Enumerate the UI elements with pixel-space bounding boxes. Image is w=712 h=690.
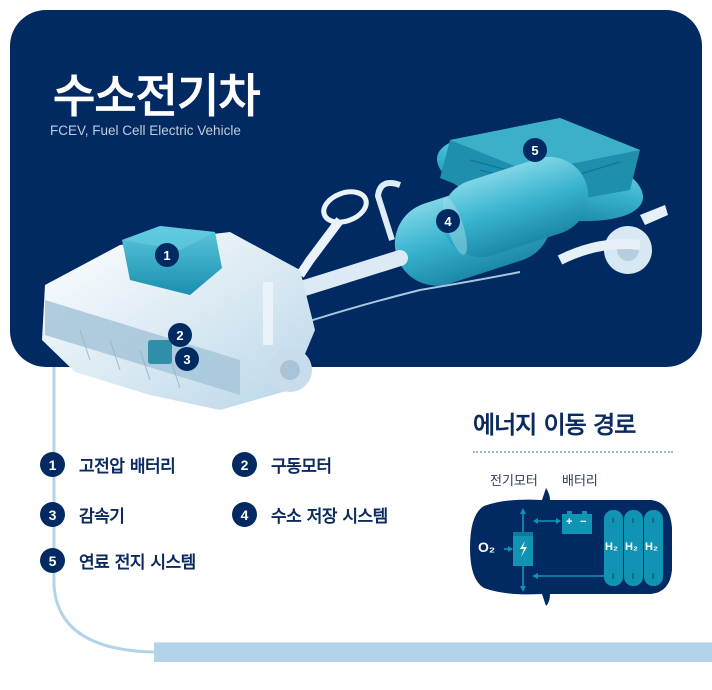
legend-label: 감속기 <box>79 507 125 527</box>
number-badge: 5 <box>40 548 65 573</box>
chassis-badge-5[interactable]: 5 <box>523 138 547 162</box>
caption-battery: 배터리 <box>562 474 598 489</box>
battery-plus: + <box>566 516 573 528</box>
legend-item-1[interactable]: 1 고전압 배터리 <box>40 452 176 477</box>
dotted-divider <box>473 451 673 453</box>
battery-minus: − <box>580 516 587 528</box>
number-badge: 2 <box>232 452 257 477</box>
page-title: 수소전기차 <box>53 69 261 123</box>
footer-bar <box>154 642 712 662</box>
legend-item-5[interactable]: 5 연료 전지 시스템 <box>40 548 196 573</box>
caption-motor: 전기모터 <box>490 474 538 489</box>
legend-item-3[interactable]: 3 감속기 <box>40 502 125 527</box>
oxygen-label: O₂ <box>478 539 496 555</box>
number-badge: 4 <box>232 502 257 527</box>
page-subtitle: FCEV, Fuel Cell Electric Vehicle <box>50 123 241 138</box>
tank-label-1: H₂ <box>605 541 618 553</box>
legend-item-4[interactable]: 4 수소 저장 시스템 <box>232 502 388 527</box>
chassis-badge-3[interactable]: 3 <box>175 347 199 371</box>
tank-label-2: H₂ <box>625 541 638 553</box>
number-badge: 1 <box>40 452 65 477</box>
hero-card: 수소전기차 FCEV, Fuel Cell Electric Vehicle <box>10 10 702 367</box>
tank-label-3: H₂ <box>645 541 658 553</box>
number-badge: 3 <box>40 502 65 527</box>
chassis-badge-4[interactable]: 4 <box>436 209 460 233</box>
energy-path-title: 에너지 이동 경로 <box>473 411 636 439</box>
legend-label: 고전압 배터리 <box>79 457 176 477</box>
legend-item-2[interactable]: 2 구동모터 <box>232 452 332 477</box>
legend-label: 수소 저장 시스템 <box>271 507 388 527</box>
legend-label: 연료 전지 시스템 <box>79 553 196 573</box>
chassis-badge-2[interactable]: 2 <box>168 323 192 347</box>
energy-flow-diagram: O₂ + − H₂ H₂ H₂ <box>466 488 680 606</box>
chassis-badge-1[interactable]: 1 <box>155 243 179 267</box>
legend-label: 구동모터 <box>271 457 332 477</box>
